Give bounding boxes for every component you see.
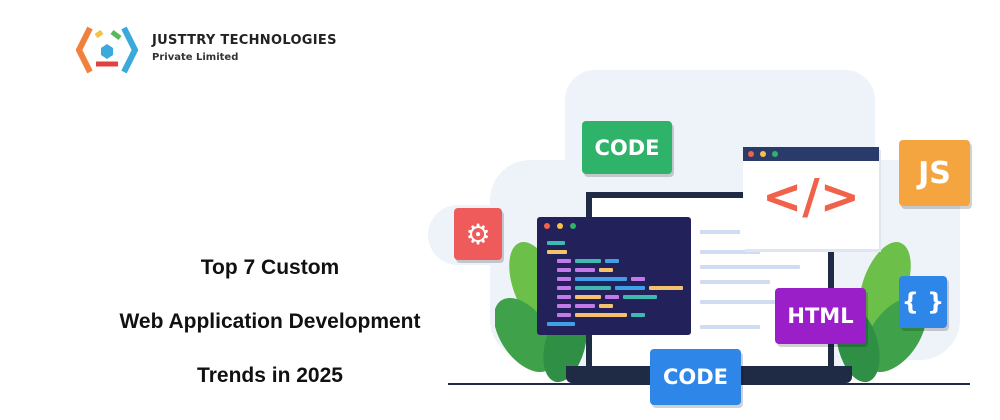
window-dot-green-icon: [772, 151, 778, 157]
company-logo: [76, 26, 138, 74]
gear-icon: ⚙: [465, 217, 491, 251]
code-tag-bottom: CODE: [650, 349, 741, 405]
window-dot-red-icon: [748, 151, 754, 157]
code-symbol: </>: [762, 169, 860, 225]
html-tag: HTML: [775, 288, 866, 344]
braces-tag: { }: [899, 276, 947, 328]
code-tag-top: CODE: [582, 121, 672, 174]
gear-tile: ⚙: [454, 208, 502, 260]
title-line-2: Web Application Development: [119, 310, 421, 333]
brand-name: JUSTTRY TECHNOLOGIES: [152, 33, 337, 48]
window-dot-red-icon: [544, 223, 550, 229]
window-dot-green-icon: [570, 223, 576, 229]
title-line-1: Top 7 Custom: [200, 256, 340, 279]
title-line-3: Trends in 2025: [197, 364, 343, 387]
brand-subtitle: Private Limited: [152, 52, 239, 63]
code-editor-window: [537, 217, 691, 335]
js-tag: JS: [899, 140, 970, 206]
browser-window: </>: [743, 147, 879, 249]
window-dot-yellow-icon: [557, 223, 563, 229]
window-dot-yellow-icon: [760, 151, 766, 157]
